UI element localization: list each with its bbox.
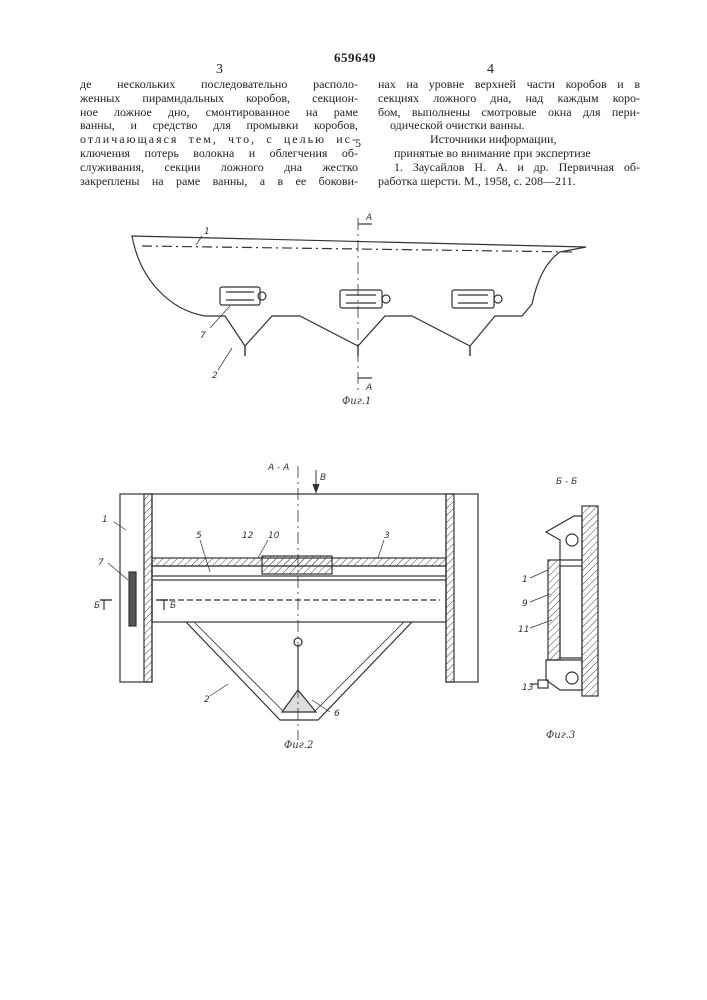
label: 1 (204, 227, 210, 237)
label: 7 (98, 558, 104, 568)
label: 13 (522, 683, 534, 693)
side-window (129, 572, 136, 626)
label: 9 (522, 599, 528, 609)
tank-outline (132, 236, 586, 346)
label: 5 (196, 531, 202, 541)
label: 3 (384, 531, 390, 541)
window-glass (548, 560, 560, 660)
section-mark: А (365, 213, 372, 223)
figure-3 (530, 506, 598, 696)
inspection-window (220, 287, 266, 305)
section-title: А - А (267, 463, 289, 473)
figure-1 (132, 218, 586, 390)
label: 2 (212, 371, 218, 381)
figure-caption: Фиг.2 (284, 740, 313, 751)
funnel-valve (282, 690, 316, 712)
figure-caption: Фиг.1 (342, 396, 371, 407)
section-mark: Б (94, 601, 100, 611)
label: 1 (522, 575, 528, 585)
section-title: Б - Б (556, 477, 577, 487)
label: 12 (242, 531, 254, 541)
label: 11 (518, 625, 529, 635)
water-line (142, 246, 575, 252)
label: 2 (204, 695, 210, 705)
label: 6 (334, 709, 340, 719)
label: 1 (102, 515, 108, 525)
figure-2 (100, 466, 478, 740)
drain-pipes (245, 346, 470, 356)
bolt (538, 680, 548, 688)
frame-top (546, 516, 582, 560)
label: 10 (268, 531, 280, 541)
figure-caption: Фиг.3 (546, 730, 575, 741)
center-plate (262, 556, 332, 574)
section-mark: Б (170, 601, 176, 611)
section-mark: А (365, 383, 372, 393)
view-arrow-label: В (320, 473, 326, 483)
label: 7 (200, 331, 206, 341)
inspection-window (340, 290, 390, 308)
inspection-window (452, 290, 502, 308)
wall-panel (582, 506, 598, 696)
